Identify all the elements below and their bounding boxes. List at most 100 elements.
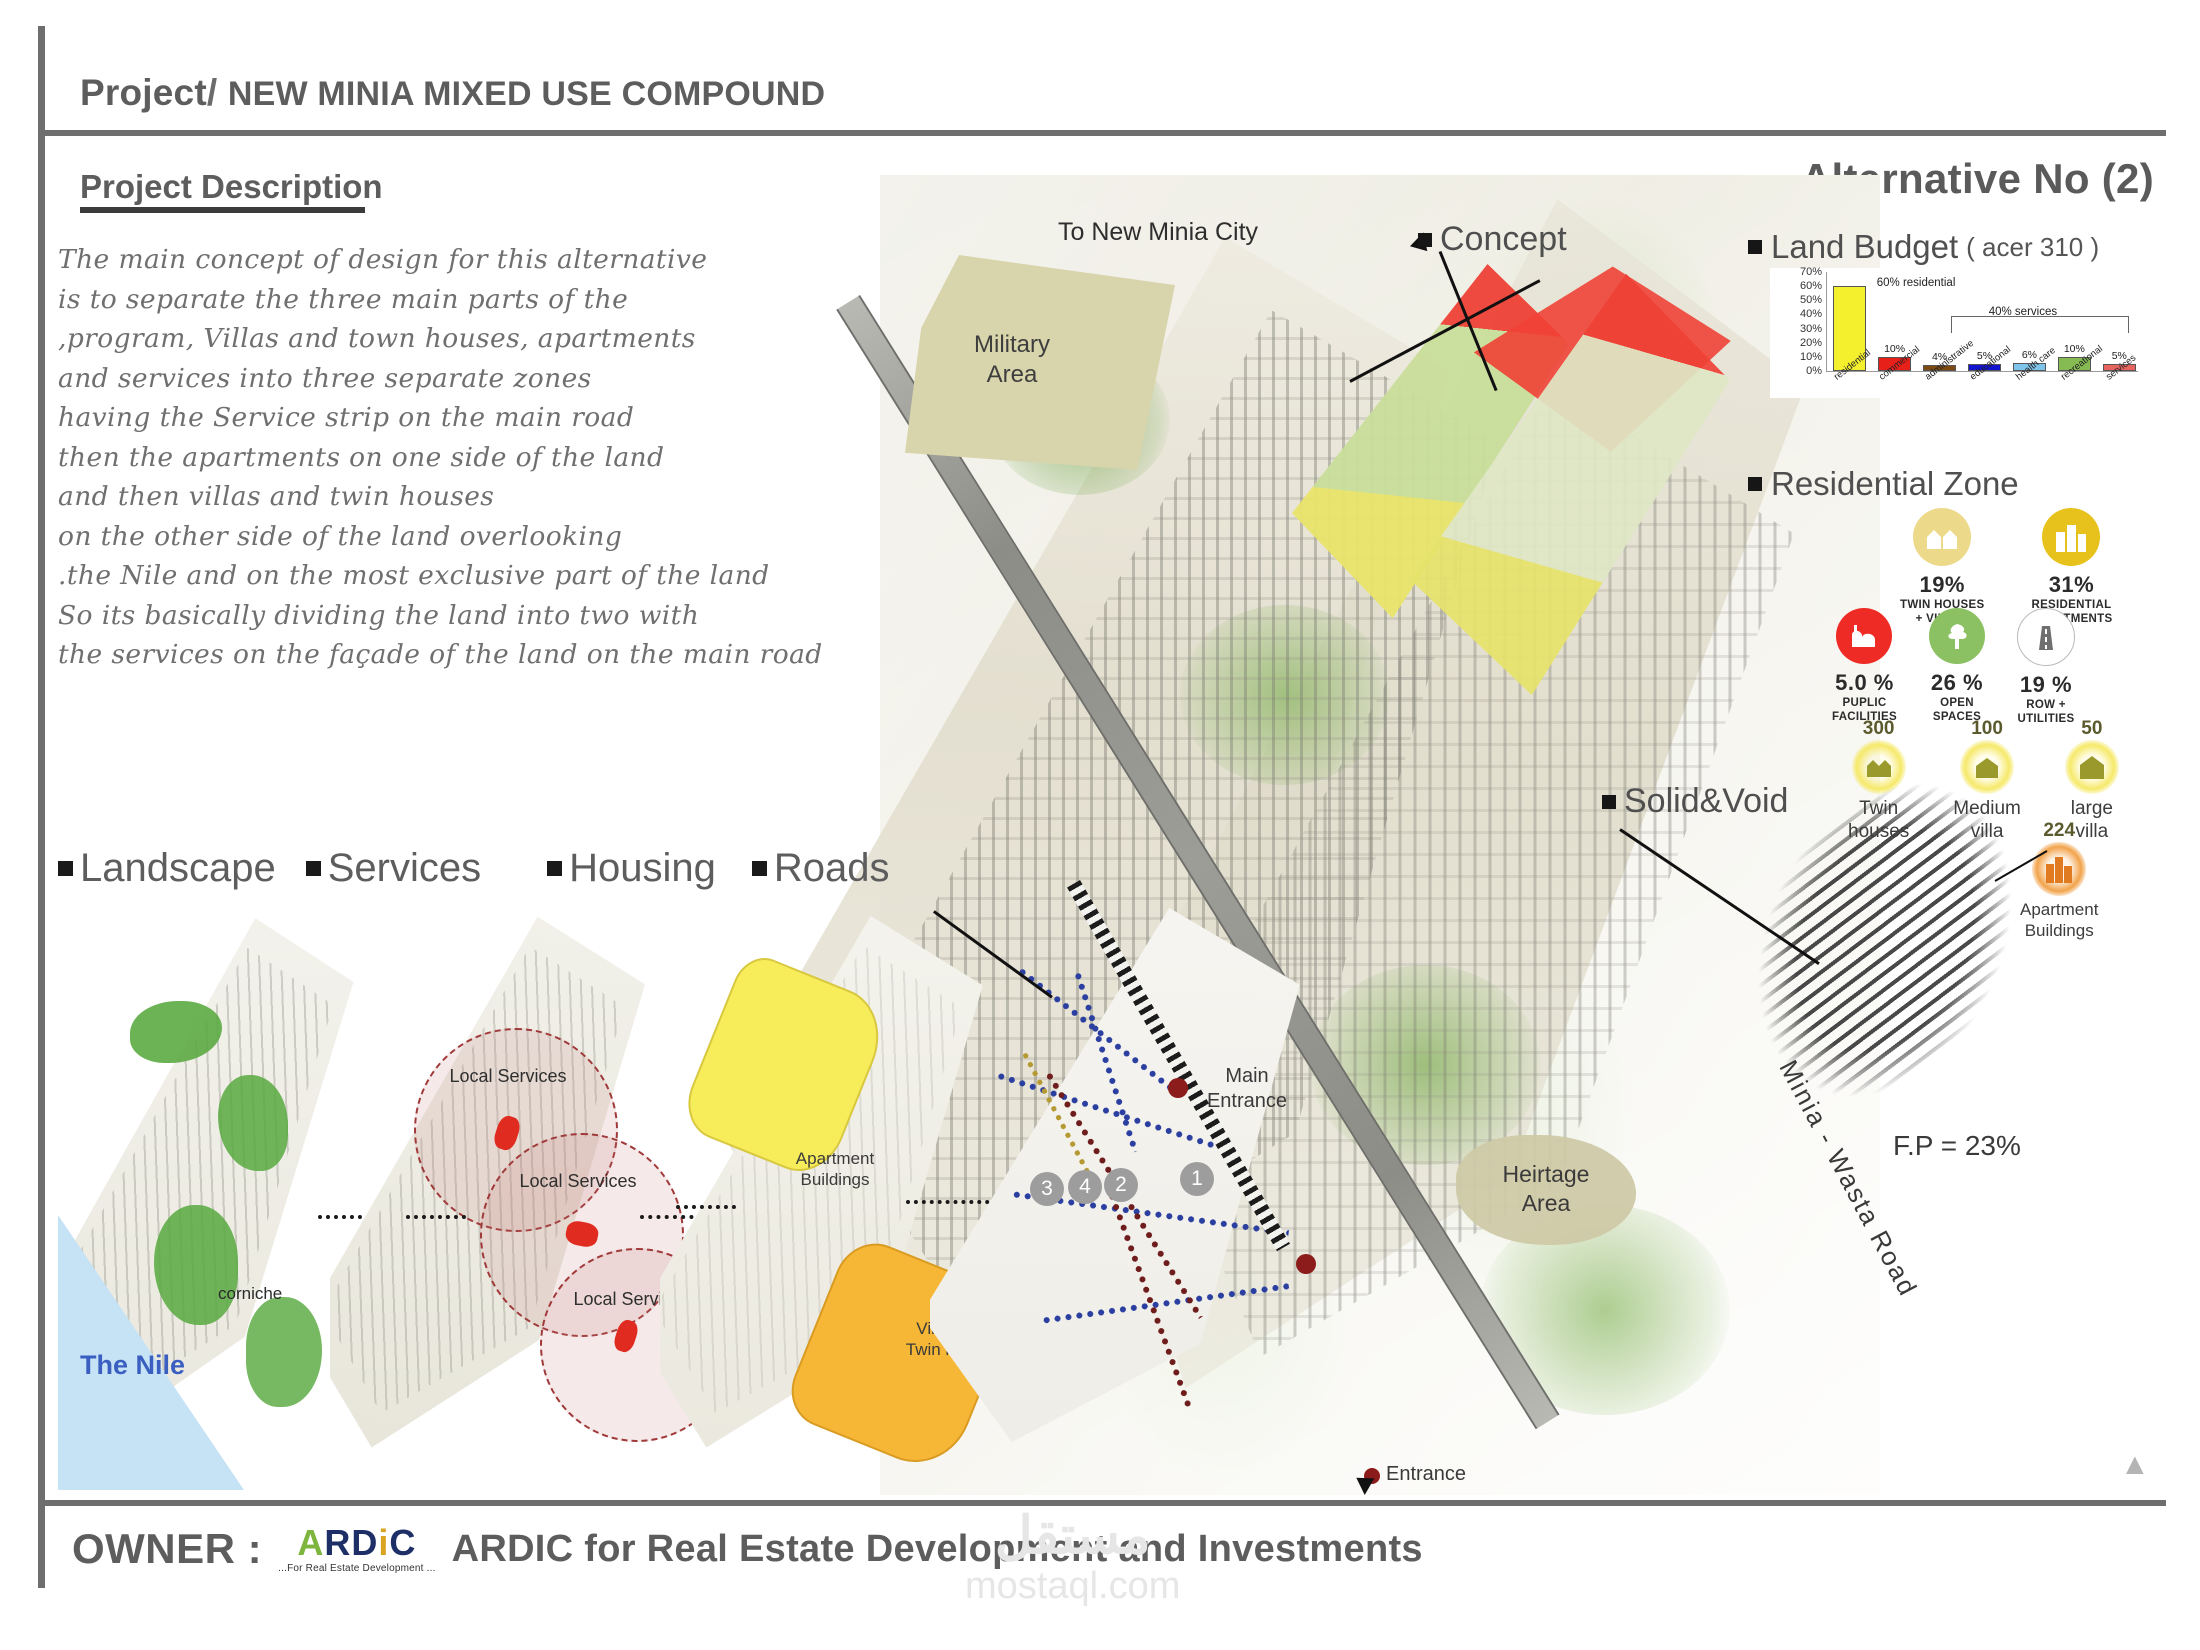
ardic-wordmark: ARDiC [297, 1522, 417, 1563]
y-axis-tick: 0% [1806, 365, 1822, 377]
stat-value: 31% [2048, 572, 2095, 597]
tree-icon [1928, 608, 1985, 664]
count-label: Twin houses [1848, 798, 1910, 842]
heritage-area-label: Heirtage Area [1502, 1161, 1590, 1216]
bar-recreational [2057, 356, 2092, 371]
description-line: and then villas and twin houses [58, 481, 495, 512]
roads-landmass [930, 880, 1364, 1490]
apartment-buildings-label: Apartment Buildings [795, 1149, 875, 1189]
bullet-square-icon [1602, 794, 1616, 809]
chart-plot-area: 70% 60% 50% 40% 30% 20% 10% 0% 60% resid… [1800, 266, 2138, 377]
residential-type-stats: 19% TWIN HOUSES + VILLAS 31% RESIDENTIAL… [1900, 508, 2112, 626]
mosque-icon [1836, 608, 1893, 664]
house-icon [1960, 740, 2015, 794]
bullet-square-icon [58, 861, 73, 876]
owner-block: OWNER : ARDiC ...For Real Estate Develop… [72, 1522, 1423, 1575]
bar-services [2102, 363, 2136, 371]
road-hierarchy-badge-1: 1 [1180, 1162, 1214, 1196]
entrance-label: Entrance [1386, 1463, 1467, 1485]
tertiary-entrance-marker [1364, 1468, 1380, 1484]
legend-item-roads: Roads [751, 846, 890, 891]
y-axis-tick: 30% [1799, 322, 1822, 335]
local-services-label: Local Services [449, 1066, 567, 1086]
bar-administrative [1922, 365, 1957, 371]
green-space-shape [154, 1205, 238, 1325]
bar-value-label: 5% [2111, 349, 2127, 362]
roads-direction-arrow [1355, 1477, 1375, 1496]
panel-divider-dots [406, 1215, 466, 1219]
count-label: large villa [2070, 798, 2113, 842]
footer-divider-rule [38, 1500, 2166, 1506]
plan-green-cluster [1310, 965, 1540, 1165]
bar-group: 4% [1922, 272, 1957, 371]
chart-x-axis-labels: residential commercial administrative ed… [1832, 338, 2139, 400]
description-line: So its basically dividing the land into … [58, 599, 700, 631]
bar-group: 5% [2102, 272, 2136, 371]
bullet-square-icon [1748, 477, 1762, 491]
stat-caption: ROW + UTILITIES [2017, 699, 2075, 725]
north-arrow-icon: ▲ [2120, 1448, 2150, 1481]
bar-group [1833, 272, 1867, 371]
stat-twin-houses-villas: 19% TWIN HOUSES + VILLAS [1900, 508, 1984, 626]
bullet-square-icon [1748, 240, 1762, 254]
board-title: Project/ NEW MINIA MIXED USE COMPOUND [80, 72, 825, 114]
y-axis-tick: 10% [1799, 350, 1822, 363]
land-budget-chart: 70% 60% 50% 40% 30% 20% 10% 0% 60% resid… [1770, 266, 2142, 400]
legend-item-services: Services [305, 846, 481, 891]
bar-health-care [2012, 362, 2047, 371]
count-label: Apartment Buildings [2020, 900, 2099, 940]
bar-value-label: 4% [1931, 351, 1948, 364]
project-description-body: The main concept of design for this alte… [58, 240, 998, 675]
apartment-icon [2032, 842, 2087, 896]
green-space-shape [246, 1297, 322, 1407]
frame-left-rule [38, 26, 45, 1588]
bullet-square-icon [305, 861, 321, 876]
count-value: 224 [2043, 820, 2076, 841]
twin-house-icon [1851, 740, 1906, 794]
corniche-label: corniche [218, 1284, 283, 1303]
bar-group: 10% [1877, 272, 1912, 371]
description-line: The main concept of design for this alte… [58, 244, 708, 275]
project-name: NEW MINIA MIXED USE COMPOUND [227, 75, 826, 113]
ardic-tagline: ...For Real Estate Development ... [278, 1563, 436, 1574]
count-twin-houses: 300 Twin houses [1848, 718, 1909, 843]
landscape-analysis-panel [58, 905, 388, 1490]
bar-group: 10% [2057, 272, 2092, 371]
residential-zone-title: Residential Zone [1748, 465, 2019, 503]
bar-value-label: 10% [1884, 342, 1906, 355]
concept-callout: Concept [1418, 220, 1567, 259]
nile-label: The Nile [80, 1350, 186, 1380]
house-icon [2064, 740, 2119, 794]
project-description-title: Project Description [80, 168, 383, 205]
local-services-label: Local Services [519, 1171, 637, 1191]
to-new-minia-city-label: To New Minia City [1058, 218, 1259, 246]
bar-group: 6% [2012, 272, 2047, 371]
stat-value: 26 % [1930, 670, 1984, 695]
header-divider-rule [38, 130, 2166, 136]
twin-houses-icon [1913, 508, 1972, 566]
panel-divider-dots [906, 1200, 1021, 1204]
plan-green-cluster [1180, 605, 1390, 785]
apartment-building-icon [2042, 508, 2101, 566]
bar-value-label: 6% [2021, 348, 2037, 361]
secondary-entrance-marker [1296, 1254, 1316, 1274]
description-line: the services on the façade of the land o… [58, 639, 823, 670]
y-axis-tick: 20% [1799, 336, 1822, 349]
bullet-square-icon [751, 861, 767, 876]
y-axis-tick: 50% [1799, 294, 1822, 307]
analysis-section-legend: Landscape Services Housing Roads [58, 846, 890, 891]
count-label: Medium villa [1953, 798, 2021, 842]
services-group-brace [1951, 315, 2129, 333]
panel-divider-dots [676, 1205, 736, 1209]
count-apartment-buildings: 224 Apartment Buildings [2020, 820, 2098, 941]
residential-unit-counts: 300 Twin houses 100 Medium villa 50 larg… [1848, 718, 2119, 843]
title-separator: / [206, 72, 218, 113]
count-medium-villa: 100 Medium villa [1953, 718, 2021, 843]
bar-residential [1833, 286, 1867, 371]
bar-value-label: 10% [2063, 342, 2085, 355]
military-area-shape [905, 255, 1175, 470]
count-value: 100 [1971, 718, 2003, 739]
bullet-square-icon [1418, 232, 1432, 247]
stat-value: 5.0 % [1835, 670, 1894, 695]
project-description-underline [80, 207, 365, 213]
